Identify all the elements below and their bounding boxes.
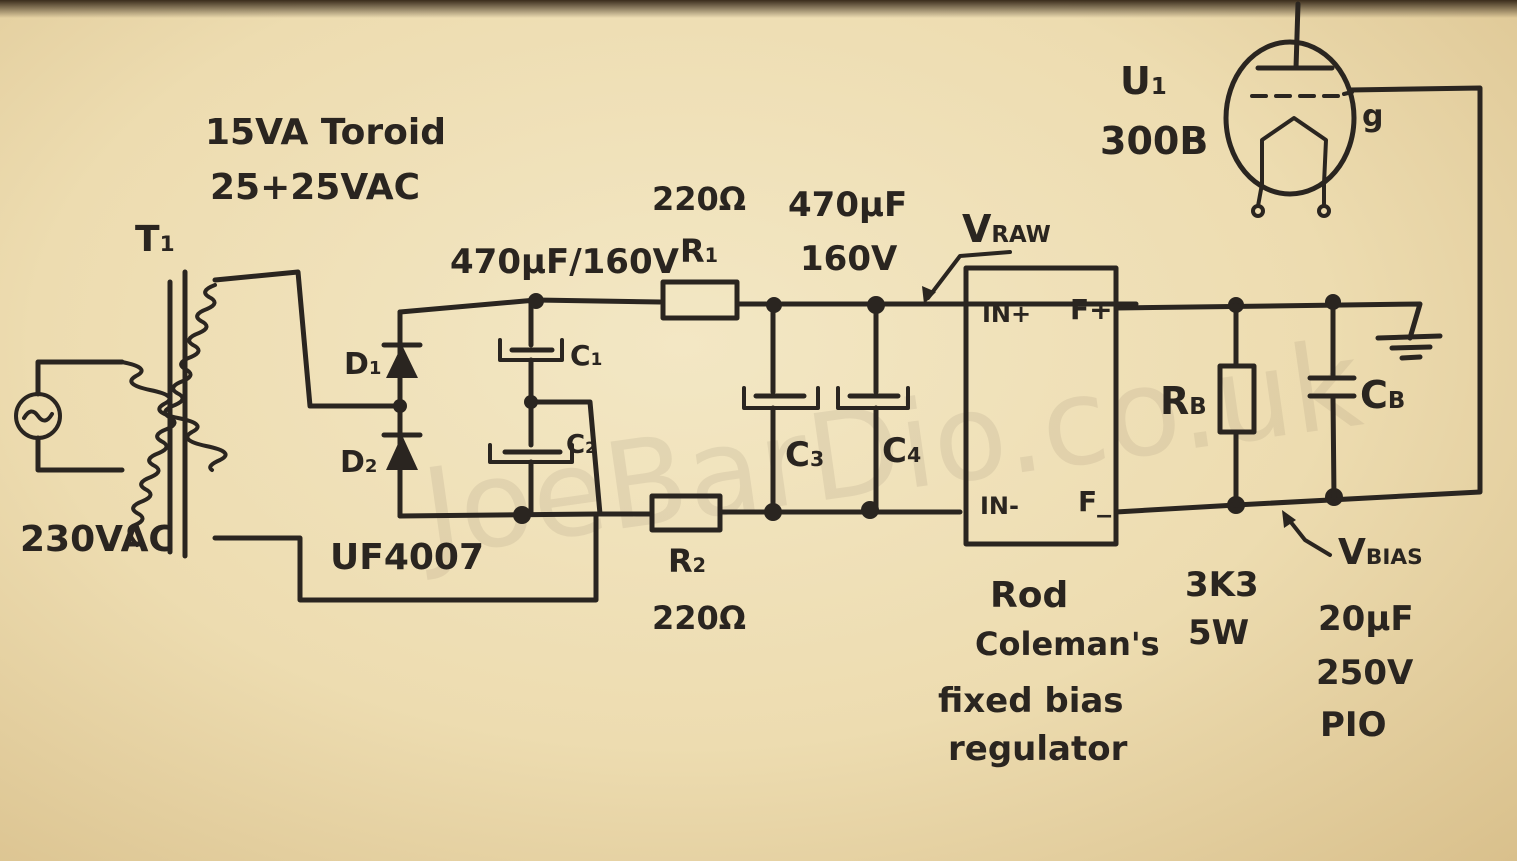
bias-cap-type: PIO [1320, 705, 1387, 745]
bias-cap-label: CB [1360, 373, 1406, 417]
vbias-label: VBIAS [1338, 532, 1423, 573]
primary-winding [120, 360, 228, 472]
capacitor-c2-symbol [488, 399, 574, 517]
capacitor-cb-symbol [1307, 299, 1357, 500]
bias-resistor-value: 3K3 [1185, 565, 1259, 605]
vraw-label: VRAW [962, 207, 1051, 251]
regulator-description-line3: fixed bias [938, 681, 1124, 721]
resistor-r2-label: R2 [668, 542, 706, 580]
resistor-r1-value: 220Ω [652, 180, 746, 218]
c34-value-label: 470μF [788, 185, 908, 225]
transformer-designator: T1 [135, 219, 175, 260]
c34-voltage-label: 160V [800, 239, 898, 279]
regulator-description-line4: regulator [948, 729, 1128, 769]
capacitor-c1-label: C1 [570, 339, 603, 372]
vraw-arrow [922, 250, 1012, 304]
diode-d2-label: D2 [340, 445, 378, 480]
bias-cap-value: 20μF [1318, 599, 1414, 639]
capacitor-c1-symbol [498, 297, 564, 405]
tube-300b-symbol [1223, 1, 1357, 218]
bias-resistor-label: RB [1160, 379, 1207, 423]
regulator-f-minus: F_ [1078, 485, 1112, 518]
ac-source-symbol [14, 359, 125, 473]
resistor-r1-label: R1 [680, 232, 718, 270]
diode-d1-label: D1 [344, 347, 382, 382]
regulator-f-plus: F+ [1070, 293, 1113, 326]
diode-part-label: UF4007 [330, 537, 485, 578]
vbias-arrow [1282, 510, 1332, 557]
bias-cap-voltage: 250V [1316, 653, 1414, 693]
diode-d1-symbol [381, 309, 423, 409]
resistor-r1-symbol [660, 279, 1139, 321]
capacitor-c4-symbol [836, 301, 910, 513]
diode-d2-symbol [381, 403, 423, 519]
c12-value-label: 470μF/160V [450, 242, 679, 282]
regulator-box [963, 265, 1119, 547]
resistor-r2-symbol [593, 493, 963, 533]
tube-designator: U1 [1120, 59, 1167, 103]
transformer-core [167, 269, 188, 559]
secondary-winding [127, 283, 217, 547]
mains-voltage-label: 230VAC [20, 519, 175, 560]
regulator-description-line1: Rod [990, 575, 1069, 616]
capacitor-c2-label: C2 [566, 430, 596, 460]
ground-symbol [1375, 333, 1443, 361]
bias-resistor-power: 5W [1188, 613, 1250, 653]
capacitor-c4-label: C4 [882, 431, 922, 471]
tube-grid-label: g [1362, 99, 1384, 134]
transformer-rating-label: 15VA Toroid [205, 112, 447, 153]
regulator-description-line2: Coleman's [975, 625, 1160, 663]
capacitor-c3-label: C3 [785, 435, 825, 475]
transformer-voltage-label: 25+25VAC [210, 167, 421, 208]
capacitor-c3-symbol [742, 301, 820, 515]
regulator-in-plus: IN+ [982, 300, 1032, 328]
paper-top-shadow [0, 0, 1517, 18]
tube-type-label: 300B [1100, 119, 1209, 163]
resistor-r2-value: 220Ω [652, 599, 746, 637]
regulator-in-minus: IN- [980, 492, 1019, 520]
resistor-rb-symbol [1217, 302, 1257, 508]
